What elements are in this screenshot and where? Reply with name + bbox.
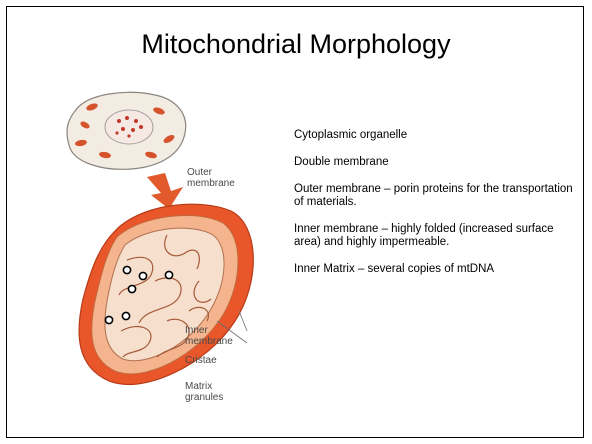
slide-title: Mitochondrial Morphology: [7, 29, 585, 60]
label-cristae: Cristae: [185, 355, 233, 366]
bullet-list: Cytoplasmic organelle Double membrane Ou…: [294, 129, 579, 290]
bullet-inner-membrane: Inner membrane – highly folded (increase…: [294, 223, 579, 249]
label-inner-membrane: Inner membrane: [185, 325, 233, 347]
slide: Mitochondrial Morphology: [6, 6, 584, 438]
cell-illustration: [67, 92, 186, 169]
zoom-arrow: [147, 173, 183, 209]
bullet-inner-matrix: Inner Matrix – several copies of mtDNA: [294, 263, 579, 276]
label-outer-membrane: Outer membrane: [187, 167, 235, 189]
bullet-outer-membrane: Outer membrane – porin proteins for the …: [294, 183, 579, 209]
label-matrix-granules: Matrix granules: [185, 381, 233, 403]
mitochondria-illustration: [47, 85, 287, 415]
bullet-cytoplasmic-organelle: Cytoplasmic organelle: [294, 129, 579, 142]
mitochondria-diagram: Outer membrane Inner membrane Cristae Ma…: [47, 85, 287, 415]
bullet-double-membrane: Double membrane: [294, 156, 579, 169]
